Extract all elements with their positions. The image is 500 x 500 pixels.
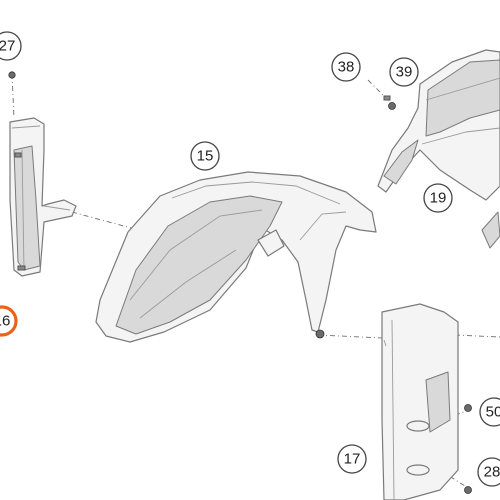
headlight-mask-washer (383, 95, 391, 101)
front-fender-bolt (315, 329, 325, 339)
callout-16-label: 16 (0, 313, 10, 330)
leader-right-guard-out (454, 334, 500, 338)
callout-27: 27 (0, 31, 22, 61)
callout-39: 39 (389, 57, 419, 87)
right-fork-guard-mount (425, 371, 451, 433)
front-fender-top-face (115, 195, 283, 335)
right-fork-guard-edges (383, 319, 395, 500)
left-fork-guard-edges (11, 125, 71, 271)
headlight-mask-left-wing (383, 139, 419, 185)
right-fork-guard-screw-lower (464, 486, 472, 494)
screw-27 (8, 71, 16, 79)
callout-16: 16 (0, 305, 18, 337)
left-fork-guard (9, 117, 77, 277)
callout-38: 38 (331, 52, 361, 82)
callout-17: 17 (337, 444, 367, 474)
left-fork-guard-face (13, 145, 41, 271)
headlight-mask-edges (421, 77, 500, 145)
leader-fender-to-right-guard (317, 334, 384, 339)
front-fender (95, 171, 377, 343)
left-fork-guard-slot-lower (17, 265, 26, 271)
right-fork-guard-screw-upper (464, 404, 472, 412)
right-fork-guard-hole-upper (406, 420, 430, 432)
leader-fork-guard-to-fender (71, 211, 169, 239)
right-fork-guard-hole-lower (406, 464, 430, 476)
callout-27-label: 27 (0, 38, 15, 55)
callout-17-label: 17 (344, 451, 361, 468)
headlight-mask-lower-tip (481, 211, 500, 249)
right-fork-guard-body (381, 303, 459, 500)
callout-19: 19 (423, 183, 453, 213)
headlight-mask-upper-face (425, 59, 500, 137)
callout-28-label: 28 (484, 464, 500, 481)
callout-50: 50 (479, 397, 500, 427)
front-fender-mount-tab (257, 229, 285, 257)
left-fork-guard-slot (14, 152, 22, 158)
headlight-mask-screw (388, 102, 396, 110)
leader-screw-38 (367, 79, 395, 107)
leader-screw-27 (11, 73, 15, 119)
callout-19-label: 19 (430, 190, 447, 207)
leader-screw-28 (439, 469, 469, 489)
callout-50-label: 50 (486, 404, 500, 421)
callout-28: 28 (477, 457, 500, 487)
callout-15-label: 15 (197, 148, 214, 165)
front-fender-contours (129, 181, 347, 319)
callout-39-label: 39 (396, 64, 413, 81)
callout-38-label: 38 (338, 59, 355, 76)
callout-15: 15 (190, 141, 220, 171)
headlight-mask (377, 49, 500, 249)
right-fork-guard (381, 303, 472, 500)
